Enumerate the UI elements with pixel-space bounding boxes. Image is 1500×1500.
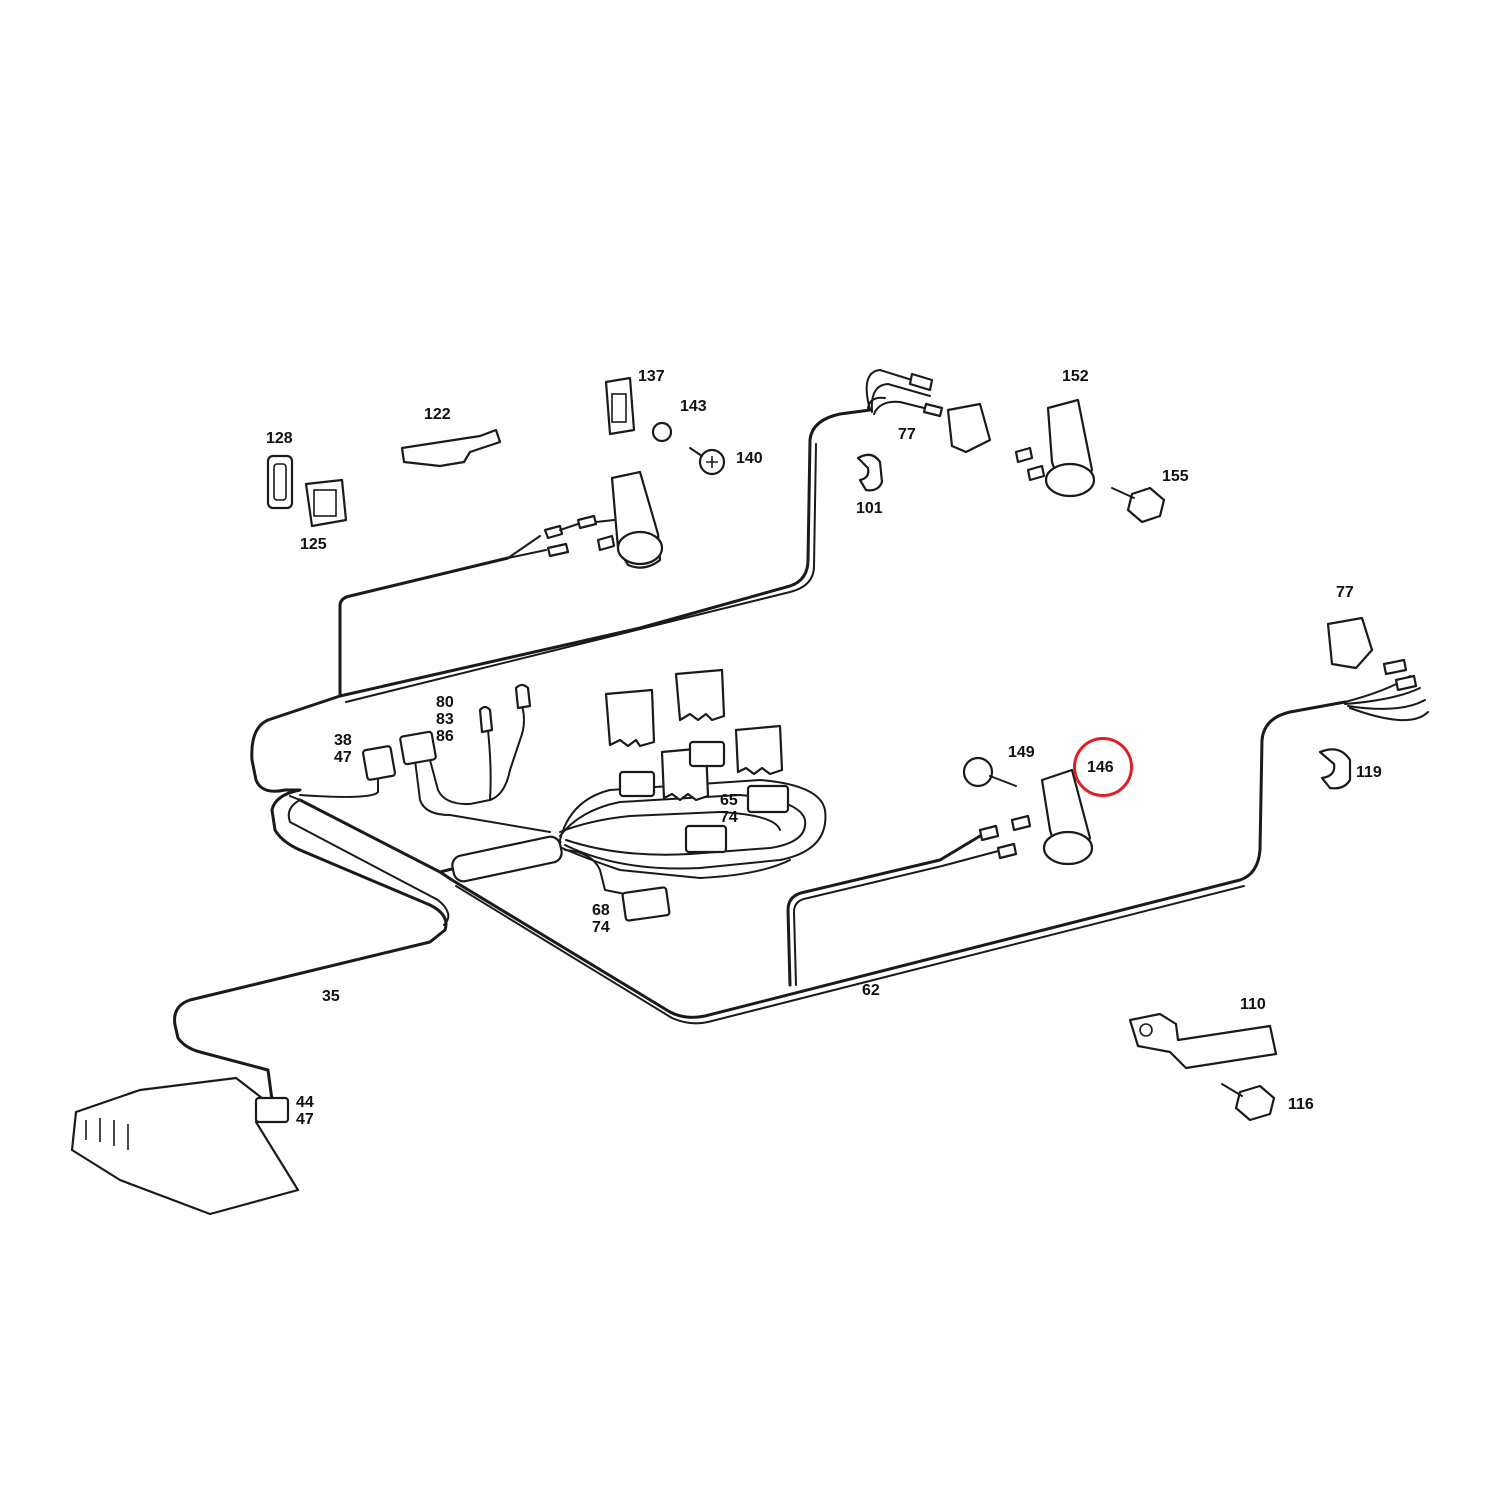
callout-137: 137 xyxy=(638,368,665,385)
wire-harness-35 xyxy=(173,788,448,1102)
part-77-connector-top xyxy=(946,402,992,454)
callout-65: 65 xyxy=(720,792,738,809)
connector-80 xyxy=(399,730,437,766)
part-77-connector-right xyxy=(1326,616,1374,670)
wire-to-68 xyxy=(564,849,631,896)
callout-149: 149 xyxy=(1008,744,1035,761)
wire-harness-62-second xyxy=(455,885,1245,1025)
callout-77-top: 77 xyxy=(898,426,916,443)
connector-68 xyxy=(621,886,671,922)
callout-83: 83 xyxy=(436,711,454,728)
wire-branch-146 xyxy=(786,834,982,987)
plug-80b xyxy=(514,683,532,710)
callout-101: 101 xyxy=(856,500,883,517)
callout-68: 68 xyxy=(592,902,610,919)
callout-35: 35 xyxy=(322,988,340,1005)
callout-140: 140 xyxy=(736,450,763,467)
harness-sleeve xyxy=(451,835,563,883)
part-125-switch xyxy=(304,478,348,528)
callout-47-lower: 47 xyxy=(296,1111,314,1128)
callout-44: 44 xyxy=(296,1094,314,1111)
callout-122: 122 xyxy=(424,406,451,423)
part-149-washer xyxy=(962,756,994,788)
relay-cluster xyxy=(604,668,790,854)
callout-128: 128 xyxy=(266,430,293,447)
plug-80a xyxy=(478,705,494,734)
part-116-bolt xyxy=(1234,1084,1276,1122)
wire-branch-146-second xyxy=(793,849,1003,986)
callout-146: 146 xyxy=(1087,759,1114,776)
callout-110: 110 xyxy=(1240,996,1266,1013)
wire-harness-main-upper xyxy=(250,408,872,793)
part-101-clip xyxy=(856,453,884,492)
pigtails-77-top xyxy=(865,369,933,415)
callout-80: 80 xyxy=(436,694,454,711)
callout-125: 125 xyxy=(300,536,327,553)
callout-74-lower: 74 xyxy=(592,919,610,936)
callout-62: 62 xyxy=(862,982,880,999)
callout-143: 143 xyxy=(680,398,707,415)
callout-155: 155 xyxy=(1162,468,1189,485)
callout-38: 38 xyxy=(334,732,352,749)
highlight-ring-146 xyxy=(1073,737,1133,797)
callout-74-center: 74 xyxy=(720,809,738,826)
part-119-clip xyxy=(1318,748,1352,790)
connector-38 xyxy=(361,745,397,781)
callout-77-right: 77 xyxy=(1336,584,1354,601)
wire-bundle-relays xyxy=(559,779,827,879)
wire-to-38 xyxy=(299,779,379,798)
part-110-bracket xyxy=(1128,1012,1278,1070)
part-137-switch xyxy=(604,376,636,436)
wire-harness-35-second xyxy=(287,795,450,926)
connector-44 xyxy=(254,1096,290,1124)
callout-116: 116 xyxy=(1288,1096,1314,1113)
seat-frame-lower xyxy=(70,1076,300,1216)
callout-152: 152 xyxy=(1062,368,1089,385)
part-143-clip xyxy=(651,421,673,443)
wire-to-80 xyxy=(414,699,551,833)
callout-119: 119 xyxy=(1356,764,1382,781)
pigtails-77-right xyxy=(1344,675,1429,722)
callout-86: 86 xyxy=(436,728,454,745)
callout-47-left: 47 xyxy=(334,749,352,766)
part-155-bolt xyxy=(1126,486,1166,524)
part-122-bracket xyxy=(400,428,502,468)
wire-harness-main-upper-second xyxy=(345,443,817,703)
